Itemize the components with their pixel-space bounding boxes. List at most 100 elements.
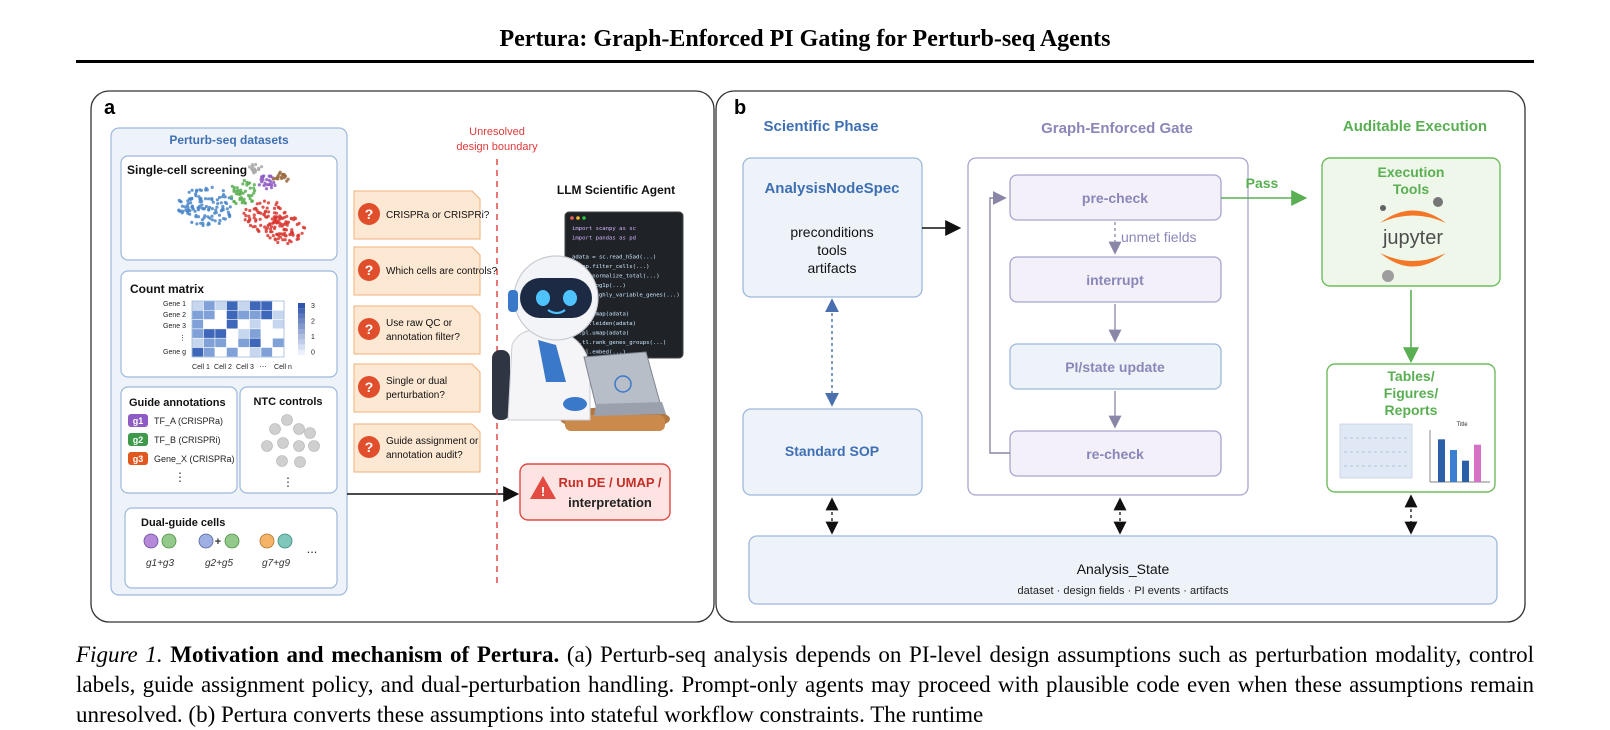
umap-point <box>273 216 277 221</box>
dual-label: g2+g5 <box>205 558 234 569</box>
umap-point <box>252 186 256 190</box>
umap-point <box>221 189 225 193</box>
dual-more: ... <box>307 541 318 556</box>
node-spec-line: artifacts <box>807 260 856 276</box>
umap-point <box>297 221 301 225</box>
umap-point <box>246 182 250 186</box>
question-card <box>353 363 481 413</box>
umap-point <box>228 205 232 209</box>
umap-point <box>219 201 223 205</box>
umap-point <box>272 219 276 223</box>
umap-point <box>257 183 261 187</box>
ntc-dot <box>293 440 305 452</box>
umap-point <box>185 204 189 208</box>
heatmap-cell <box>249 347 262 358</box>
heatmap-cell <box>191 300 204 311</box>
umap-point <box>216 202 220 206</box>
umap-point <box>263 225 267 229</box>
dual-dot <box>277 533 293 549</box>
auditable-execution-title: Auditable Execution <box>1343 118 1487 135</box>
colorbar-segment <box>298 323 305 330</box>
code-line: sc.pp.highly_variable_genes(...) <box>572 293 680 299</box>
robot-hand-icon <box>563 397 587 411</box>
umap-point <box>247 214 251 218</box>
umap-point <box>278 170 282 174</box>
heatmap-cell <box>214 347 227 358</box>
umap-point <box>268 222 272 227</box>
umap-point <box>218 218 222 223</box>
umap-point <box>190 197 194 201</box>
umap-point <box>244 214 248 218</box>
umap-point <box>214 208 218 212</box>
jupyter-logo-icon: jupyter <box>1380 197 1446 282</box>
umap-point <box>241 191 245 195</box>
mini-bar <box>1462 460 1469 482</box>
robot-smile-icon <box>547 309 566 315</box>
colorbar-segment <box>298 334 305 340</box>
guide-annotations-title: Guide annotations <box>129 397 226 409</box>
question-text: Guide assignment or <box>386 436 479 447</box>
code-line: import pandas as pd <box>572 236 636 242</box>
heatmap-cell <box>237 310 250 320</box>
umap-point <box>282 222 286 226</box>
panel-a-label: a <box>104 97 116 119</box>
heatmap-cell <box>249 300 262 311</box>
ntc-controls-title: NTC controls <box>253 396 322 408</box>
umap-point <box>236 188 240 193</box>
panel-b: b Scientific Phase Graph-Enforced Gate A… <box>715 90 1526 623</box>
dual-dot <box>143 533 159 549</box>
code-line: sc.pl.umap(adata) <box>572 331 629 337</box>
umap-point <box>272 181 276 185</box>
umap-point <box>195 222 199 226</box>
gate-step-label: re-check <box>1086 446 1144 462</box>
guide-more-dots: ⋮ <box>174 470 186 484</box>
heatmap-cell <box>203 328 216 339</box>
window-dot-icon <box>582 216 586 220</box>
ntc-dot <box>294 456 306 468</box>
umap-point <box>215 205 219 209</box>
gate-step-label: PI/state update <box>1065 359 1165 375</box>
run-label-1: Run DE / UMAP / <box>558 475 661 490</box>
window-dot-icon <box>570 216 574 220</box>
heatmap-cell <box>191 319 204 330</box>
umap-point <box>200 206 204 210</box>
umap-point <box>235 186 239 190</box>
heatmap-cell <box>260 319 273 330</box>
jupyter-moon-icon <box>1380 205 1386 211</box>
umap-point <box>221 195 225 199</box>
umap-point <box>267 178 271 182</box>
outputs-line: Tables/ <box>1387 368 1434 384</box>
warning-mark: ! <box>541 484 545 499</box>
umap-point <box>204 204 208 209</box>
umap-point <box>285 223 289 227</box>
heatmap-cell <box>249 328 262 339</box>
window-dot-icon <box>576 216 580 220</box>
umap-scatter <box>177 162 307 246</box>
umap-point <box>246 193 251 198</box>
umap-point <box>266 201 270 205</box>
question-text: CRISPRa or CRISPRi? <box>386 210 490 221</box>
umap-point <box>257 210 261 215</box>
ntc-dot <box>304 427 316 439</box>
guide-badge <box>128 414 148 427</box>
umap-point <box>266 214 270 218</box>
umap-point <box>253 168 257 173</box>
question-card <box>353 190 481 240</box>
umap-point <box>199 188 203 192</box>
umap-point <box>238 197 242 202</box>
umap-point <box>210 207 214 211</box>
question-icon <box>358 318 380 340</box>
ntc-dot <box>293 423 305 435</box>
umap-point <box>276 205 280 209</box>
umap-point <box>207 205 212 209</box>
umap-point <box>241 182 245 186</box>
umap-point <box>234 201 238 206</box>
run-analysis-box <box>519 463 671 521</box>
question-card <box>353 246 481 296</box>
umap-point <box>281 238 285 242</box>
question-icon <box>358 203 380 225</box>
heatmap-cell <box>272 337 285 348</box>
gene-label: Gene 3 <box>163 323 186 330</box>
